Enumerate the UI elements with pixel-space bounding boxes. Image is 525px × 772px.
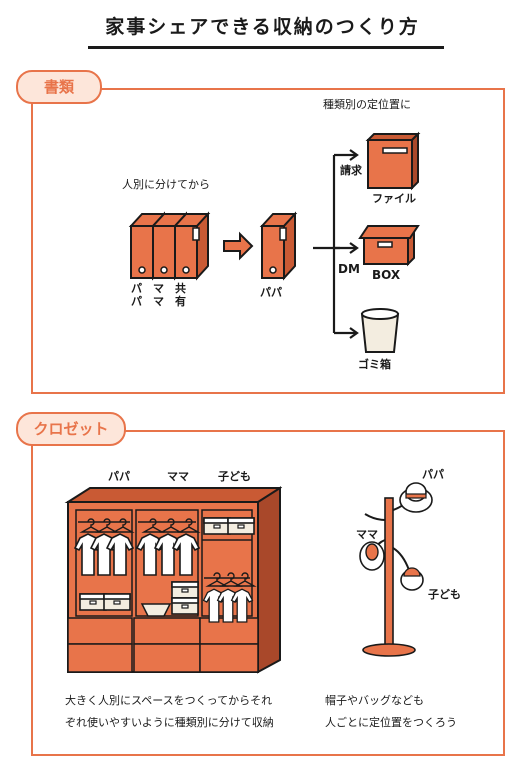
right-arrow-icon <box>223 231 254 261</box>
mama-hat-icon <box>359 541 385 571</box>
mama-clothes <box>136 518 200 617</box>
closet-mama-label: ママ <box>167 470 189 483</box>
three-binders-icon <box>130 213 209 279</box>
box-label: BOX <box>372 268 401 282</box>
by-person-label: 人別に分けてから <box>122 178 210 191</box>
closet-kids-label: 子ども <box>218 470 251 483</box>
hat-caption-line2: 人ごとに定位置をつくろう <box>325 716 457 729</box>
owner-papa-label: パパ <box>131 282 142 308</box>
file-label: ファイル <box>372 192 416 205</box>
by-type-label: 種類別の定位置に <box>323 98 411 111</box>
hat-stand <box>362 493 416 657</box>
box-icon <box>358 225 420 267</box>
page-title: 家事シェアできる収納のつくり方 <box>105 16 420 38</box>
after-papa-label: パパ <box>260 286 282 299</box>
hat-papa-label: パパ <box>422 468 444 481</box>
closet-papa-label: パパ <box>108 470 130 483</box>
closet-caption-line1: 大きく人別にスペースをつくってからそれ <box>65 694 273 707</box>
documents-section <box>31 88 505 394</box>
trash-label: ゴミ箱 <box>358 358 391 371</box>
hat-mama-label: ママ <box>356 528 378 541</box>
hat-kids-label: 子ども <box>428 588 461 601</box>
owner-shared-label: 共有 <box>175 282 186 308</box>
file-folder-icon <box>365 131 421 191</box>
owner-mama-label: ママ <box>153 282 164 308</box>
branch-dm-label: DM <box>338 262 360 276</box>
closet-section <box>31 430 505 756</box>
title-underline <box>88 46 444 49</box>
branch-arrows <box>313 149 359 339</box>
documents-tag: 書類 <box>16 70 102 104</box>
closet-tag: クロゼット <box>16 412 126 446</box>
kids-hat-icon <box>400 567 424 591</box>
closet-cabinet <box>64 486 283 674</box>
trash-can-icon <box>360 308 400 353</box>
single-binder-icon <box>261 213 296 279</box>
branch-invoice-label: 請求 <box>340 164 362 177</box>
papa-hat-icon <box>399 482 433 513</box>
closet-caption-line2: ぞれ使いやすいように種類別に分けて収納 <box>65 716 274 729</box>
hat-caption-line1: 帽子やバッグなども <box>325 694 424 707</box>
papa-clothes <box>74 518 134 611</box>
